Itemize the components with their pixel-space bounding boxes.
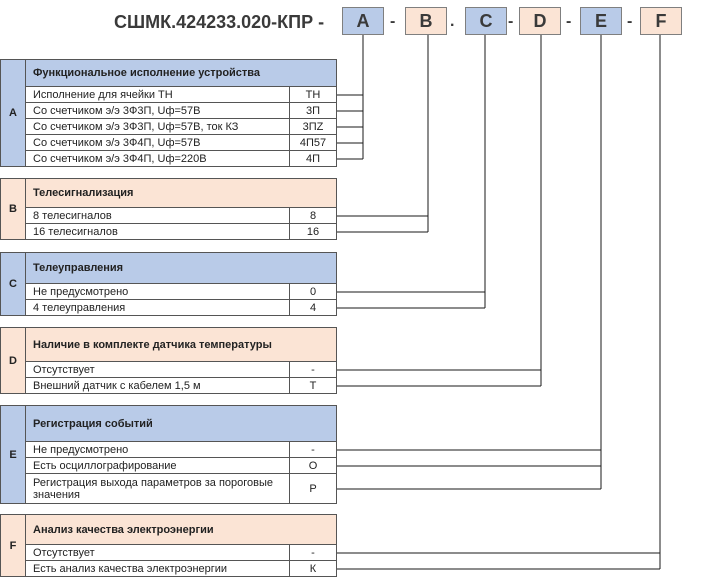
option-label: Исполнение для ячейки ТН bbox=[33, 88, 173, 101]
option-code: 16 bbox=[289, 224, 336, 239]
option-row: Отсутствует - bbox=[26, 545, 337, 561]
option-row: Со счетчиком э/э 3Ф3П, Uф=57В, ток КЗ 3ПZ bbox=[26, 119, 337, 135]
code-box-e: E bbox=[580, 7, 622, 35]
option-code: - bbox=[289, 442, 336, 457]
option-label: Не предусмотрено bbox=[33, 285, 129, 298]
section-title-f: Анализ качества электроэнергии bbox=[26, 514, 337, 545]
option-row: 4 телеуправления 4 bbox=[26, 300, 337, 316]
option-row: Внешний датчик с кабелем 1,5 м Т bbox=[26, 378, 337, 394]
option-row: Регистрация выхода параметров за порогов… bbox=[26, 474, 337, 504]
option-code: Т bbox=[289, 378, 336, 393]
option-code: 0 bbox=[289, 284, 336, 299]
section-letter-d: D bbox=[0, 327, 26, 394]
option-row: Отсутствует - bbox=[26, 362, 337, 378]
option-code: Р bbox=[289, 474, 336, 503]
option-label: Со счетчиком э/э 3Ф4П, Uф=220В bbox=[33, 152, 207, 165]
section-title-a: Функциональное исполнение устройства bbox=[26, 59, 337, 87]
option-label: Есть осциллографирование bbox=[33, 459, 177, 472]
section-title-d: Наличие в комплекте датчика температуры bbox=[26, 327, 337, 362]
code-box-d: D bbox=[519, 7, 561, 35]
section-title-b: Телесигнализация bbox=[26, 178, 337, 208]
product-code-title: СШМК.424233.020-КПР - bbox=[114, 12, 325, 32]
option-label: Внешний датчик с кабелем 1,5 м bbox=[33, 379, 201, 392]
code-separator: - bbox=[508, 13, 514, 30]
option-code: К bbox=[289, 561, 336, 576]
code-box-c: C bbox=[465, 7, 507, 35]
option-code: - bbox=[289, 545, 336, 560]
option-label: Не предусмотрено bbox=[33, 443, 129, 456]
option-label: Есть анализ качества электроэнергии bbox=[33, 562, 228, 575]
option-row: Со счетчиком э/э 3Ф4П, Uф=220В 4П bbox=[26, 151, 337, 167]
option-row: Не предусмотрено - bbox=[26, 442, 337, 458]
option-label: Со счетчиком э/э 3Ф3П, Uф=57В bbox=[33, 104, 201, 117]
option-code: 4 bbox=[289, 300, 336, 315]
code-separator: - bbox=[566, 13, 572, 30]
option-row: 16 телесигналов 16 bbox=[26, 224, 337, 240]
option-label: 16 телесигналов bbox=[33, 225, 118, 238]
section-title-e: Регистрация событий bbox=[26, 405, 337, 442]
option-code: ТН bbox=[289, 87, 336, 102]
option-code: 4П57 bbox=[289, 135, 336, 150]
section-letter-a: A bbox=[0, 59, 26, 167]
code-separator: - bbox=[627, 13, 633, 30]
code-separator: . bbox=[450, 13, 455, 30]
option-label: Регистрация выхода параметров за порогов… bbox=[33, 476, 274, 501]
code-separator: - bbox=[390, 13, 396, 30]
option-code: 3П bbox=[289, 103, 336, 118]
option-label: Со счетчиком э/э 3Ф3П, Uф=57В, ток КЗ bbox=[33, 120, 239, 133]
option-code: - bbox=[289, 362, 336, 377]
code-box-b: B bbox=[405, 7, 447, 35]
section-letter-f: F bbox=[0, 514, 26, 577]
option-row: Со счетчиком э/э 3Ф3П, Uф=57В 3П bbox=[26, 103, 337, 119]
option-label: 8 телесигналов bbox=[33, 209, 112, 222]
option-row: Есть анализ качества электроэнергии К bbox=[26, 561, 337, 577]
option-row: 8 телесигналов 8 bbox=[26, 208, 337, 224]
option-row: Есть осциллографирование О bbox=[26, 458, 337, 474]
option-code: 8 bbox=[289, 208, 336, 223]
section-letter-e: E bbox=[0, 405, 26, 504]
section-title-c: Телеуправления bbox=[26, 252, 337, 284]
code-box-a: A bbox=[342, 7, 384, 35]
option-label: Отсутствует bbox=[33, 546, 95, 559]
option-label: Со счетчиком э/э 3Ф4П, Uф=57В bbox=[33, 136, 201, 149]
option-row: Не предусмотрено 0 bbox=[26, 284, 337, 300]
option-row: Со счетчиком э/э 3Ф4П, Uф=57В 4П57 bbox=[26, 135, 337, 151]
option-label: 4 телеуправления bbox=[33, 301, 126, 314]
option-label: Отсутствует bbox=[33, 363, 95, 376]
section-letter-c: C bbox=[0, 252, 26, 316]
option-code: 4П bbox=[289, 151, 336, 166]
section-letter-b: B bbox=[0, 178, 26, 240]
option-code: О bbox=[289, 458, 336, 473]
code-box-f: F bbox=[640, 7, 682, 35]
option-code: 3ПZ bbox=[289, 119, 336, 134]
option-row: Исполнение для ячейки ТН ТН bbox=[26, 87, 337, 103]
